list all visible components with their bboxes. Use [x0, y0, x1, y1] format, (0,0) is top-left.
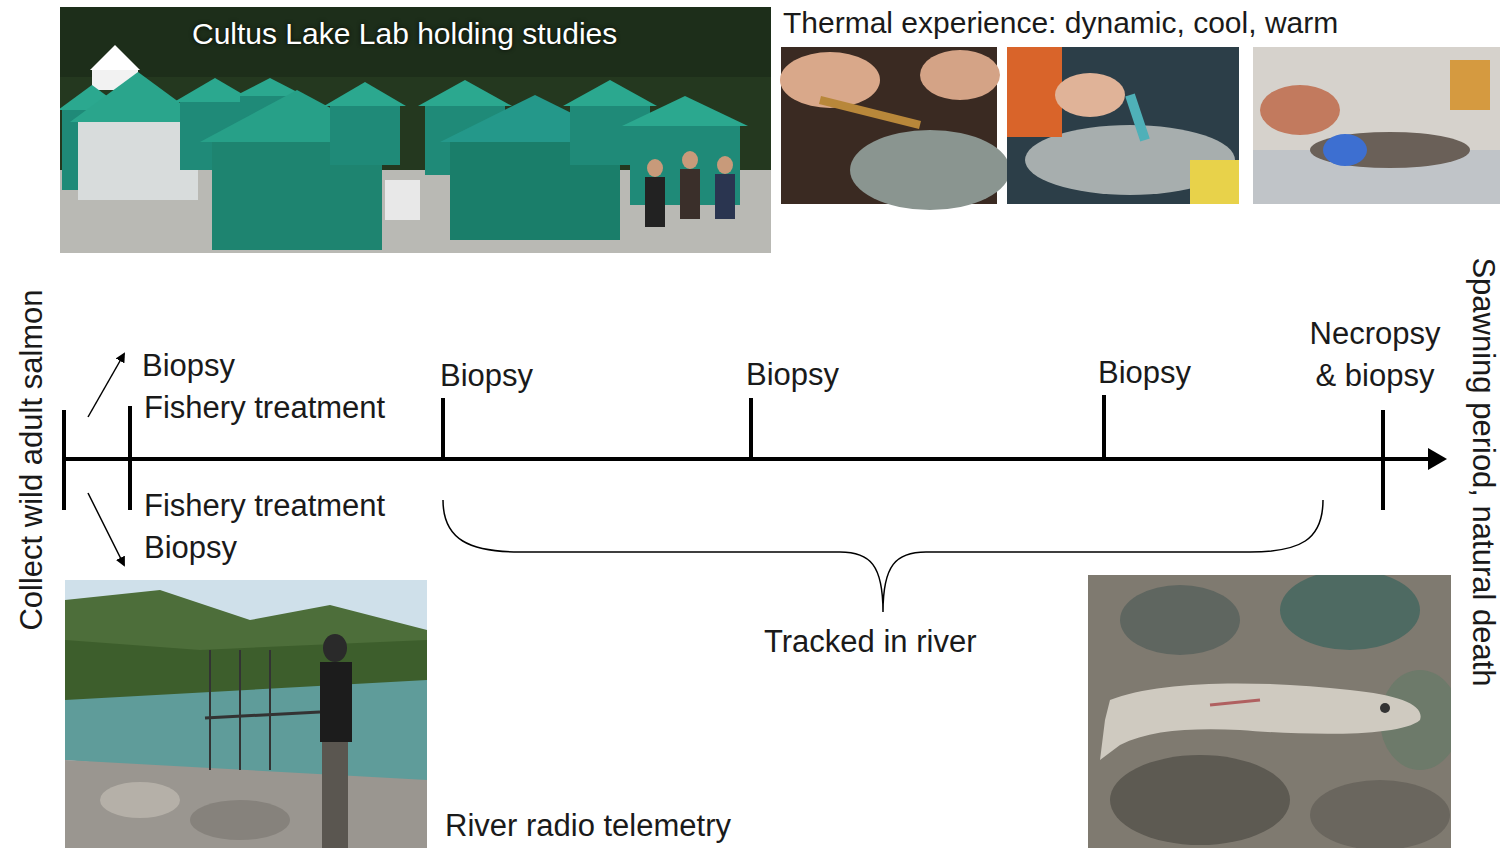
tanks-part	[330, 105, 400, 165]
timeline-part	[1102, 395, 1106, 459]
timeline-part	[128, 406, 132, 510]
step-label: Biopsy	[144, 530, 237, 566]
tanks	[60, 72, 748, 250]
carcass-photo-part	[1280, 575, 1420, 650]
river-photo-part	[100, 782, 180, 818]
bracket-label: Tracked in river	[764, 624, 976, 660]
tanks-part	[563, 80, 657, 106]
thermal-photo-1-part	[920, 50, 1000, 100]
carcass-photo-part	[1100, 683, 1421, 760]
timeline-part	[88, 493, 124, 565]
step-label: Biopsy	[746, 357, 839, 393]
carcass-photo	[1088, 575, 1451, 848]
axis-label: Spawning period, natural death	[1465, 257, 1501, 686]
river-photo	[65, 580, 427, 848]
lab-photo-part	[90, 45, 140, 70]
river-photo-part	[320, 662, 352, 742]
timeline-part	[1381, 410, 1385, 510]
thermal-photo-3-part	[1310, 132, 1470, 168]
people-part	[717, 156, 733, 174]
thermal-photo-2-part	[1007, 47, 1062, 137]
thermal-photo-3	[1253, 47, 1500, 204]
thermal-photo-2-part	[1190, 160, 1239, 204]
thermal-photo-3-part	[1323, 134, 1367, 166]
carcass-photo-part	[1310, 780, 1450, 848]
timeline-part	[62, 410, 66, 510]
carcass-photo-part	[1110, 755, 1290, 845]
step-label: Biopsy	[1098, 355, 1191, 391]
lab-photo	[60, 7, 771, 253]
river-photo-part	[209, 650, 211, 770]
step-label: Fishery treatment	[144, 488, 385, 524]
axis-label: Collect wild adult salmon	[14, 289, 50, 630]
people-part	[645, 177, 665, 227]
photo-caption: River radio telemetry	[445, 808, 731, 844]
river-photo-part	[269, 650, 271, 770]
timeline-part	[1428, 448, 1447, 470]
timeline	[62, 354, 1447, 612]
timeline-part	[88, 354, 124, 417]
thermal-photo-3-part	[1253, 47, 1500, 204]
thermal-photo-2	[1007, 47, 1239, 204]
river-photo-part	[65, 580, 427, 848]
photo-title: Thermal experience: dynamic, cool, warm	[783, 6, 1338, 41]
carcass-photo-part	[1120, 585, 1240, 655]
thermal-photo-1-part	[820, 100, 920, 125]
people-part	[682, 151, 698, 169]
timeline-part	[749, 398, 753, 459]
people-part	[680, 169, 700, 219]
tanks-part	[324, 82, 406, 106]
thermal-photo-1-part	[850, 130, 1010, 210]
timeline-part	[441, 398, 445, 459]
step-label: Necropsy & biopsy	[1300, 313, 1450, 397]
step-label: Biopsy	[440, 358, 533, 394]
photo-title: Cultus Lake Lab holding studies	[192, 17, 617, 52]
river-photo-part	[323, 634, 347, 662]
people-part	[647, 159, 663, 177]
river-photo-part	[190, 800, 290, 840]
thermal-photo-2-part	[1007, 47, 1239, 204]
river-photo-part	[322, 742, 348, 848]
tanks-part	[418, 80, 512, 106]
tanks-part	[622, 96, 748, 126]
thermal-photo-3-part	[1450, 60, 1490, 110]
thermal-photo-1	[780, 47, 1010, 210]
step-label: Biopsy	[142, 348, 235, 384]
people-part	[715, 174, 735, 219]
thermal-photo-2-part	[1055, 73, 1125, 117]
step-label: Fishery treatment	[144, 390, 385, 426]
river-photo-part	[239, 650, 241, 770]
people-part	[385, 180, 420, 220]
carcass-photo-part	[1380, 703, 1390, 713]
people	[385, 151, 735, 227]
timeline-part	[62, 457, 1432, 461]
thermal-photo-3-part	[1260, 85, 1340, 135]
river-photo-part	[205, 712, 320, 718]
carcass-photo-part	[1210, 700, 1260, 705]
river-photo-part	[65, 760, 427, 848]
thermal-photo-2-part	[1130, 95, 1145, 140]
lab-photo-part	[60, 7, 771, 253]
lab-photo-part	[60, 7, 771, 77]
